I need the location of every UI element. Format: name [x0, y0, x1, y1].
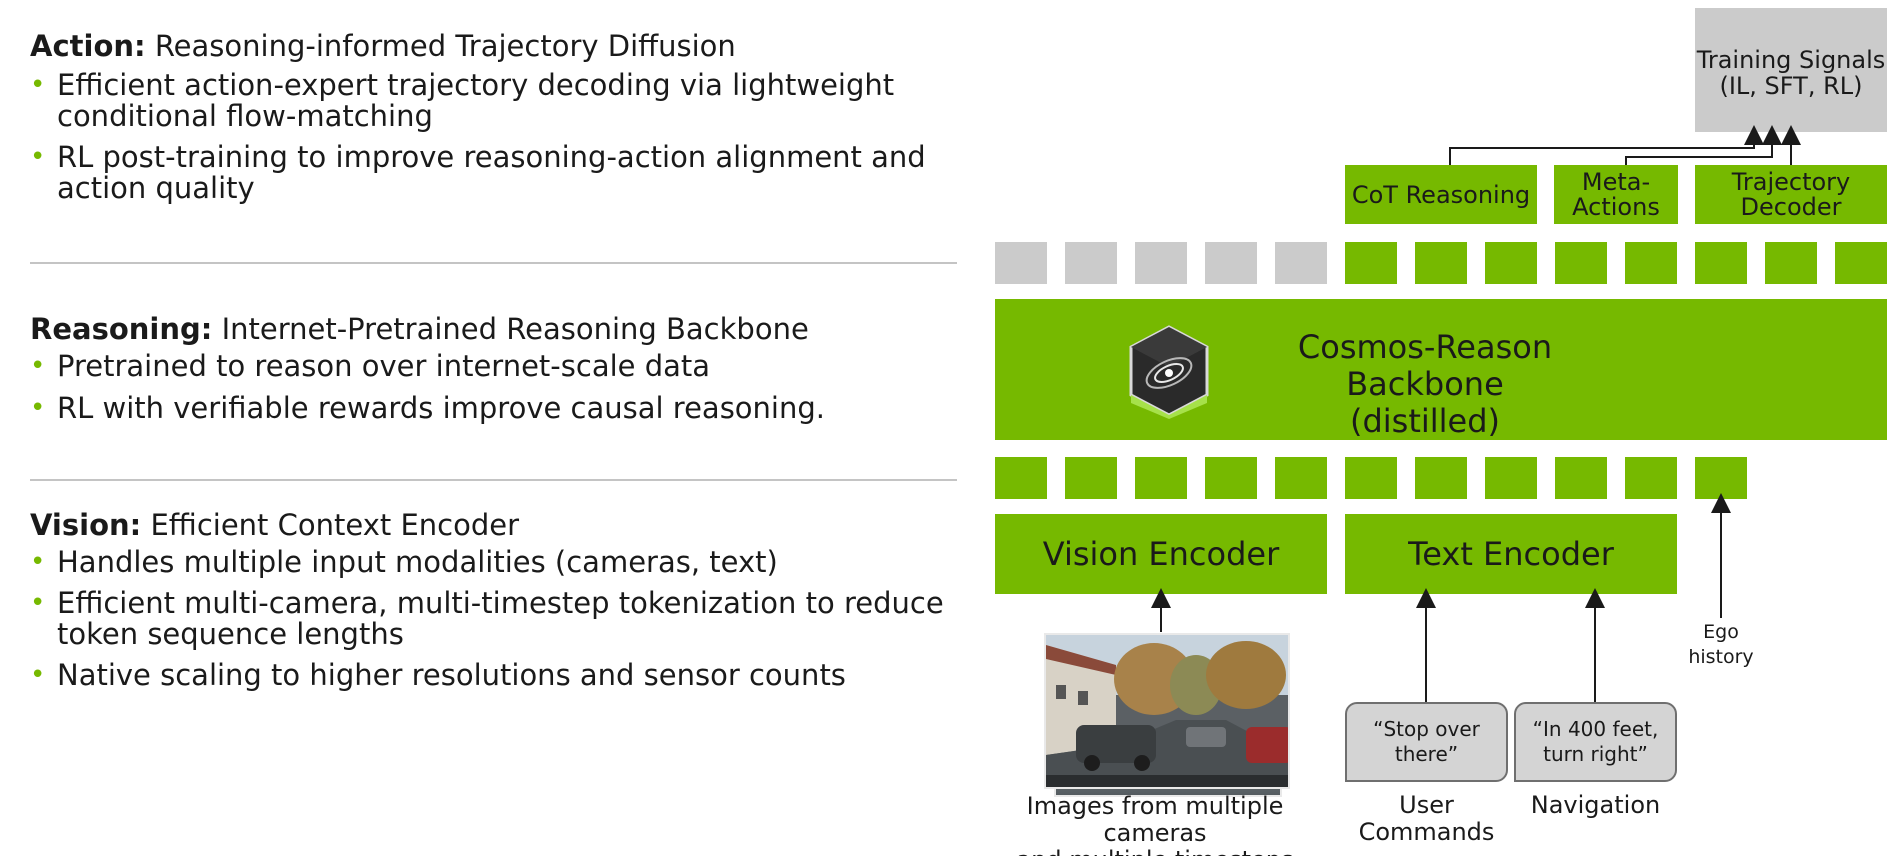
green-token — [1625, 242, 1677, 284]
green-token — [1415, 457, 1467, 499]
gray-token — [1205, 242, 1257, 284]
training-signals-line1: Training Signals — [1696, 46, 1886, 74]
action-subtitle: Reasoning-informed Trajectory Diffusion — [154, 29, 736, 63]
trajectory-decoder-line1: Trajectory — [1731, 167, 1851, 196]
vision-subtitle: Efficient Context Encoder — [150, 508, 520, 542]
training-signals-box: Training Signals (IL, SFT, RL) — [1695, 8, 1887, 132]
green-token — [1625, 457, 1677, 499]
images-label: Images from multiple cameras and multipl… — [975, 793, 1335, 856]
user-command-bubble: “Stop over there” — [1345, 702, 1508, 782]
trajectory-decoder-line2: Decoder — [1740, 192, 1842, 221]
meta-actions-box: Meta- Actions — [1554, 165, 1678, 224]
action-section: Action: Reasoning-informed Trajectory Di… — [30, 28, 960, 204]
green-token — [1415, 242, 1467, 284]
green-token — [995, 457, 1047, 499]
ego-history-label: Ego history — [1686, 620, 1756, 670]
camera-image-front — [1044, 633, 1290, 789]
user-bubble-line1: “Stop over — [1373, 717, 1480, 741]
meta-actions-line1: Meta- — [1581, 167, 1651, 196]
green-token — [1835, 242, 1887, 284]
nav-bubble-line2: turn right” — [1543, 742, 1648, 766]
vision-bullet: Handles multiple input modalities (camer… — [30, 547, 960, 579]
cot-reasoning-label: CoT Reasoning — [1351, 180, 1531, 209]
green-token — [1555, 242, 1607, 284]
green-token — [1345, 242, 1397, 284]
trajectory-decoder-box: Trajectory Decoder — [1695, 165, 1887, 224]
user-bubble-line2: there” — [1394, 742, 1459, 766]
gray-token — [1065, 242, 1117, 284]
gray-token — [1135, 242, 1187, 284]
section-divider — [30, 262, 957, 264]
green-token — [1135, 457, 1187, 499]
vision-encoder-label: Vision Encoder — [1042, 535, 1280, 573]
green-token — [1275, 457, 1327, 499]
green-token — [1065, 457, 1117, 499]
backbone-line1: Cosmos-Reason Backbone — [1297, 328, 1553, 403]
reasoning-bullet: RL with verifiable rewards improve causa… — [30, 393, 960, 425]
action-heading: Action: Reasoning-informed Trajectory Di… — [30, 28, 960, 64]
text-encoder-label: Text Encoder — [1408, 535, 1614, 573]
action-label: Action: — [30, 29, 146, 63]
vision-bullet: Native scaling to higher resolutions and… — [30, 660, 960, 692]
vision-section: Vision: Efficient Context Encoder Handle… — [30, 507, 960, 691]
green-token — [1555, 457, 1607, 499]
reasoning-bullet: Pretrained to reason over internet-scale… — [30, 351, 960, 383]
vision-bullet: Efficient multi-camera, multi-timestep t… — [30, 588, 960, 650]
green-token — [1485, 457, 1537, 499]
gray-token — [995, 242, 1047, 284]
action-bullet: RL post-training to improve reasoning-ac… — [30, 142, 960, 204]
navigation-label-text: Navigation — [1530, 791, 1661, 819]
ego-history-line1: Ego — [1703, 621, 1739, 643]
green-token — [1485, 242, 1537, 284]
green-token — [1205, 457, 1257, 499]
text-encoder-box: Text Encoder — [1345, 514, 1677, 594]
vision-bullet-list: Handles multiple input modalities (camer… — [30, 547, 960, 692]
meta-actions-line2: Actions — [1572, 192, 1660, 221]
action-bullet: Efficient action-expert trajectory decod… — [30, 70, 960, 132]
cot-reasoning-box: CoT Reasoning — [1345, 165, 1537, 224]
backbone-label: Cosmos-Reason Backbone (distilled) — [1225, 329, 1625, 440]
images-label-line2: and multiple timesteps — [975, 847, 1335, 856]
vision-encoder-box: Vision Encoder — [995, 514, 1327, 594]
training-signals-line2: (IL, SFT, RL) — [1719, 72, 1863, 100]
green-token — [1345, 457, 1397, 499]
reasoning-section: Reasoning: Internet-Pretrained Reasoning… — [30, 311, 960, 424]
nav-bubble-line1: “In 400 feet, — [1532, 717, 1659, 741]
vision-label: Vision: — [30, 508, 142, 542]
cosmos-cube-icon — [1127, 323, 1211, 419]
vision-heading: Vision: Efficient Context Encoder — [30, 507, 960, 543]
action-bullet-list: Efficient action-expert trajectory decod… — [30, 70, 960, 204]
navigation-bubble: “In 400 feet, turn right” — [1514, 702, 1677, 782]
user-commands-line2: Commands — [1358, 818, 1495, 846]
backbone-line2: (distilled) — [1349, 402, 1501, 440]
reasoning-bullet-list: Pretrained to reason over internet-scale… — [30, 351, 960, 425]
user-commands-label: User Commands — [1345, 792, 1508, 846]
reasoning-heading: Reasoning: Internet-Pretrained Reasoning… — [30, 311, 960, 347]
navigation-label: Navigation — [1514, 792, 1677, 819]
green-token — [1695, 242, 1747, 284]
section-divider — [30, 479, 957, 481]
gray-token — [1275, 242, 1327, 284]
user-commands-line1: User — [1399, 791, 1454, 819]
reasoning-label: Reasoning: — [30, 312, 213, 346]
ego-history-line2: history — [1688, 646, 1754, 668]
images-label-line1: Images from multiple cameras — [1026, 792, 1284, 847]
cosmos-reason-backbone: Cosmos-Reason Backbone (distilled) — [995, 299, 1887, 440]
green-token — [1695, 457, 1747, 499]
reasoning-subtitle: Internet-Pretrained Reasoning Backbone — [221, 312, 809, 346]
green-token — [1765, 242, 1817, 284]
